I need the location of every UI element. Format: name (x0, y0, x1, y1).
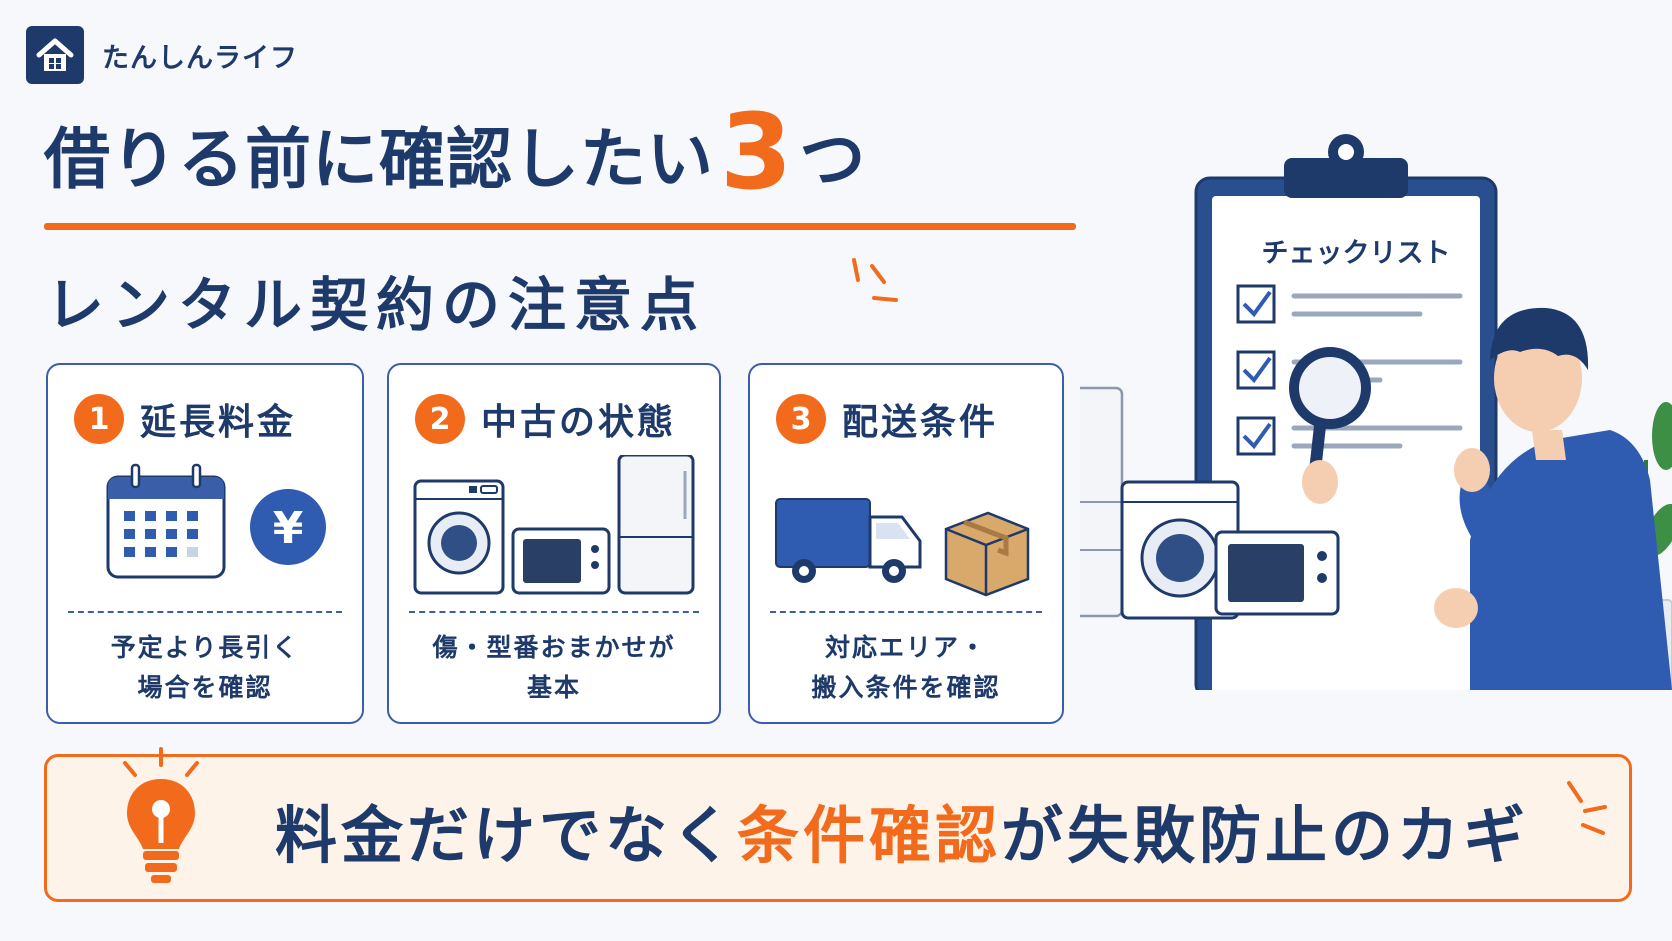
card-number: 2 (415, 394, 465, 444)
microwave-icon (511, 527, 611, 595)
card-divider (409, 611, 699, 613)
microwave-icon (1214, 530, 1340, 616)
card-title: 延長料金 (140, 402, 297, 443)
card-number: 1 (74, 394, 124, 444)
svg-text:¥: ¥ (273, 503, 304, 554)
washing-machine-icon (413, 479, 505, 595)
checklist-items (1236, 284, 1463, 456)
card-divider (68, 611, 342, 613)
truck-icon (775, 498, 922, 583)
washing-machine-icon (1120, 480, 1240, 620)
title-number: 3 (720, 91, 794, 213)
card-used-condition: 2 中古の状態 傷・型番おまかせが 基本 (387, 363, 721, 724)
sparkle-accent (1567, 781, 1607, 835)
title-post: つ (799, 121, 867, 198)
refrigerator-icon (617, 455, 695, 595)
brand: たんしんライフ (26, 26, 298, 84)
calendar-icon (106, 463, 226, 579)
title-underline (44, 223, 1076, 230)
card-title: 配送条件 (842, 402, 999, 443)
person-icon (1434, 307, 1672, 690)
checklist-illustration: チェックリスト (1080, 134, 1672, 690)
page-subtitle: レンタル契約の注意点 (46, 271, 707, 339)
card-divider (770, 611, 1042, 613)
card-description: 対応エリア・ 搬入条件を確認 (811, 633, 1001, 702)
card-title: 中古の状態 (481, 402, 677, 443)
page-title: 借りる前に確認したい3つ (44, 100, 866, 204)
brand-name: たんしんライフ (102, 42, 298, 74)
banner-highlight: 条件確認 (737, 799, 1002, 872)
box-icon (944, 511, 1030, 597)
card-description: 予定より長引く 場合を確認 (110, 633, 300, 702)
card-extension-fee: 1 延長料金 ¥ 予定より長引く 場合を確認 (46, 363, 364, 724)
checklist-title: チェックリスト (1262, 238, 1451, 269)
card-description: 傷・型番おまかせが 基本 (432, 633, 676, 702)
checkbox-icon (1236, 284, 1463, 324)
card-number: 3 (776, 394, 826, 444)
banner-message: 料金だけでなく条件確認が失敗防止のカギ (275, 799, 1530, 872)
magnifier-icon (1289, 347, 1371, 504)
card-delivery-conditions: 3 配送条件 対応エリア・ 搬入条件を確認 (748, 363, 1064, 724)
tip-banner: 料金だけでなく条件確認が失敗防止のカギ (44, 747, 1632, 902)
title-pre: 借りる前に確認したい (44, 121, 714, 198)
house-icon (26, 26, 84, 84)
lightbulb-icon (123, 747, 199, 883)
refrigerator-icon (1080, 386, 1124, 618)
sparkle-accent (852, 258, 898, 302)
yen-icon: ¥ (250, 489, 326, 565)
